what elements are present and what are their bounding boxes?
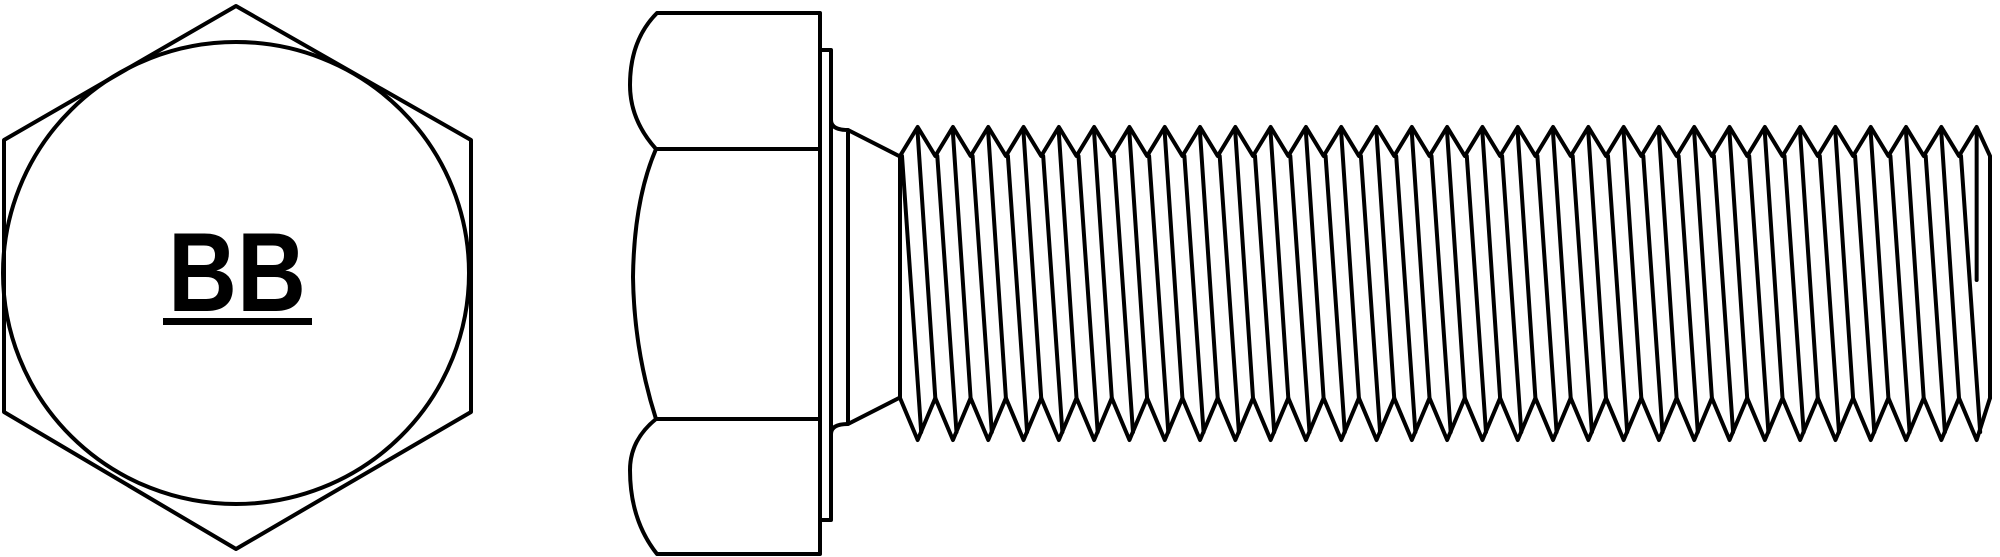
thread-helix-line: [970, 154, 994, 434]
thread-helix-line: [1111, 154, 1135, 434]
thread-helix-line: [1041, 154, 1065, 434]
thread-helix-line: [1904, 131, 1926, 400]
thread-helix-line: [1445, 131, 1467, 400]
thread-helix-line: [1127, 131, 1150, 400]
thread-helix-line: [1409, 131, 1432, 400]
thread-helix-line: [986, 131, 1008, 400]
thread-helix-line: [1692, 131, 1714, 400]
thread-helix-line: [1833, 131, 1856, 400]
thread-helix-line: [1853, 154, 1877, 434]
thread-helix-line: [1817, 154, 1841, 434]
thread-helix-line: [1480, 131, 1503, 400]
thread-helix-line: [1005, 154, 1030, 434]
thread-helix-line: [1147, 154, 1171, 434]
thread-helix-line: [1868, 131, 1891, 400]
thread-helix-line: [1656, 131, 1679, 400]
thread-helix-line: [1621, 131, 1644, 400]
thread-helix-line: [1253, 154, 1277, 434]
thread-helix-line: [950, 131, 973, 400]
thread-helix-line: [1641, 154, 1665, 434]
thread-helix-line: [1551, 131, 1573, 400]
thread-helix-line: [1586, 131, 1608, 400]
thread-helix-line: [1162, 131, 1185, 400]
thread-helix-line: [1021, 131, 1044, 400]
thread-helix-line: [1076, 154, 1100, 434]
thread-helix-line: [1323, 154, 1347, 434]
head-marking: BB: [168, 210, 306, 335]
thread-helix-line: [1923, 154, 1947, 434]
thread-helix-line: [1374, 131, 1397, 400]
thread-helix-line: [1233, 131, 1255, 400]
shank-neck: [829, 118, 901, 436]
thread-helix-line: [1268, 131, 1291, 400]
thread-helix-line: [1429, 154, 1453, 434]
thread-helix-line: [1747, 154, 1771, 434]
thread-section: [898, 125, 1992, 442]
thread-helix-line: [1762, 131, 1785, 400]
thread-helix-line: [1358, 154, 1383, 434]
thread-helix-line: [1303, 131, 1326, 400]
thread-helix-line: [1782, 154, 1806, 434]
thread-helix-line: [935, 154, 959, 434]
washer-face: [818, 48, 833, 522]
thread-helix-line: [1182, 154, 1206, 434]
thread-helix-line: [1515, 131, 1538, 400]
thread-helix-line: [1959, 154, 1983, 434]
thread-helix-line: [1394, 154, 1418, 434]
thread-helix-line: [1570, 154, 1594, 434]
thread-top-profile: [898, 125, 1992, 400]
thread-helix-line: [1798, 131, 1820, 400]
hex-outline: [2, 4, 473, 551]
thread-helix-line: [915, 131, 938, 400]
thread-helix-line: [1500, 154, 1524, 434]
hex-head-side-view: [628, 11, 901, 556]
bearing-face-circle: [1, 40, 471, 506]
thread-helix-line: [1888, 154, 1912, 434]
thread-helix-line: [1464, 154, 1488, 434]
thread-helix-line: [1198, 131, 1220, 400]
thread-helix-line: [900, 154, 924, 434]
thread-helix-line: [1711, 154, 1736, 434]
head-marking-underline: [163, 318, 312, 325]
thread-helix-line: [1092, 131, 1114, 400]
thread-helix-line: [1288, 154, 1312, 434]
thread-helix-line: [1676, 154, 1700, 434]
thread-helix-line: [1339, 131, 1361, 400]
thread-bottom-profile: [898, 396, 1992, 442]
head-outline: [628, 11, 822, 556]
thread-helix-line: [1939, 131, 1961, 400]
thread-helix-line: [1606, 154, 1630, 434]
thread-helix-line: [1727, 131, 1750, 400]
hex-end-view: BB: [1, 4, 473, 551]
thread-helix-line: [1056, 131, 1079, 400]
thread-helix-line: [1535, 154, 1559, 434]
thread-helix-line: [1217, 154, 1241, 434]
